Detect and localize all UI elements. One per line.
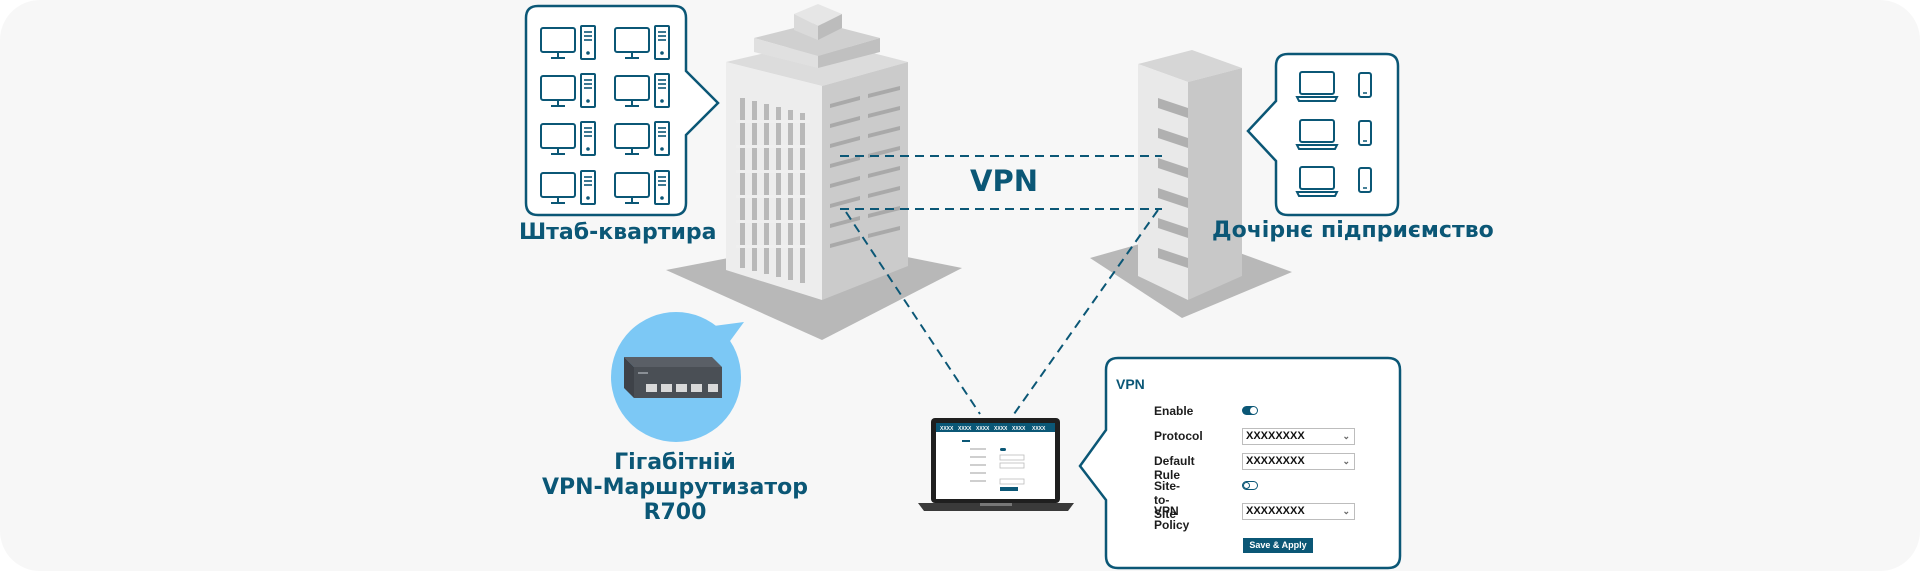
headquarters-building [666, 4, 962, 340]
laptop-tab: XXXX [940, 426, 954, 432]
router-callout [611, 312, 744, 442]
router-icon [624, 357, 722, 398]
toggle-knob [1250, 407, 1257, 414]
vpn-label: VPN [970, 164, 1038, 198]
chevron-down-icon: ⌄ [1342, 506, 1350, 516]
laptop-tab: XXXX [994, 426, 1008, 432]
branch-devices-callout [1246, 52, 1400, 217]
branch-label: Дочірнє підприємство [1212, 218, 1494, 243]
router-label-line: VPN-Маршрутизатор [541, 475, 809, 500]
default-rule-value: XXXXXXXX [1246, 455, 1305, 467]
default-rule-select[interactable]: XXXXXXXX ⌄ [1242, 453, 1355, 470]
save-apply-button[interactable]: Save & Apply [1243, 538, 1313, 553]
site-to-site-toggle[interactable] [1242, 481, 1258, 490]
laptop-tab: XXXX [1032, 426, 1046, 432]
headquarters-label: Штаб-квартира [519, 220, 717, 245]
router-label-line: Гігабітній [614, 450, 736, 475]
branch-building [1090, 50, 1292, 318]
protocol-label: Protocol [1154, 429, 1203, 443]
router-label: Гігабітній VPN-Маршрутизатор R700 [540, 450, 810, 525]
site-to-site-label: Site-to-Site [1154, 479, 1181, 521]
laptop-tab: XXXX [1012, 426, 1026, 432]
vpn-policy-value: XXXXXXXX [1246, 505, 1305, 517]
vpn-policy-select[interactable]: XXXXXXXX ⌄ [1242, 503, 1355, 520]
chevron-down-icon: ⌄ [1342, 456, 1350, 466]
vpn-policy-label: VPN Policy [1154, 504, 1190, 532]
protocol-value: XXXXXXXX [1246, 430, 1305, 442]
vpn-settings-panel: VPN Enable Protocol XXXXXXXX ⌄ Default Ru… [1106, 358, 1400, 568]
enable-label: Enable [1154, 404, 1194, 418]
laptop-tab: XXXX [976, 426, 990, 432]
laptop-screen-tabs: XXXX XXXX XXXX XXXX XXXX XXXX [940, 426, 1046, 432]
toggle-knob [1243, 482, 1250, 489]
default-rule-label: Default Rule [1154, 454, 1195, 482]
chevron-down-icon: ⌄ [1342, 431, 1350, 441]
laptop-icon [918, 418, 1074, 511]
protocol-select[interactable]: XXXXXXXX ⌄ [1242, 428, 1355, 445]
hq-devices-callout [524, 4, 720, 217]
enable-toggle[interactable] [1242, 406, 1258, 415]
vpn-tunnel-lines [840, 155, 1162, 415]
router-label-line: R700 [643, 500, 707, 525]
panel-title: VPN [1116, 376, 1145, 392]
laptop-tab: XXXX [958, 426, 972, 432]
